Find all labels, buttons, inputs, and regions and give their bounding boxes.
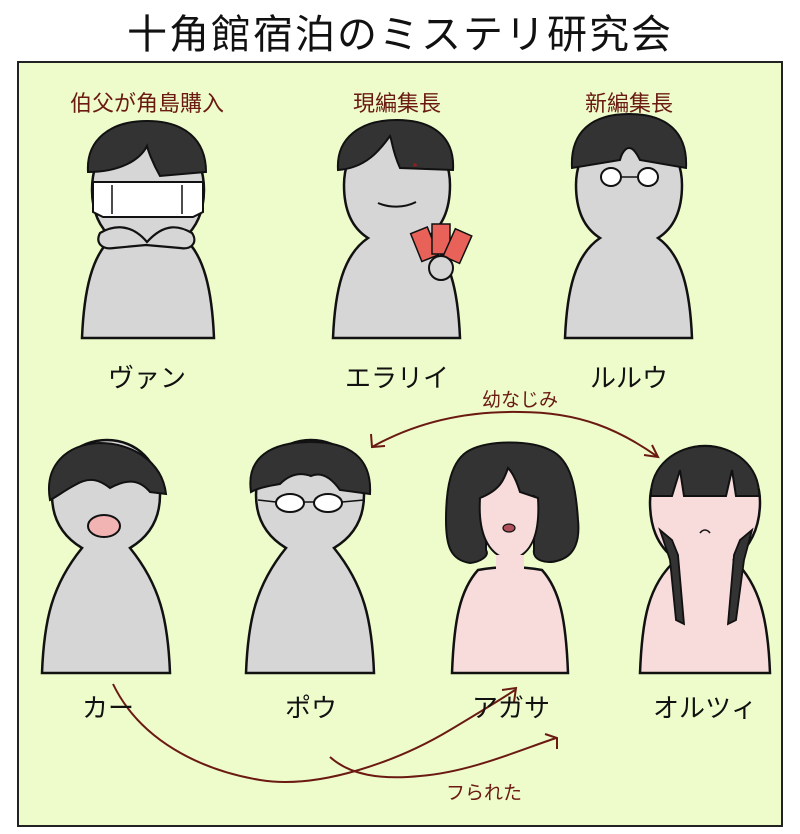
name-label-ruruu: ルルウ — [589, 364, 668, 394]
relation-childhood-friends-arrow — [370, 410, 660, 459]
character-ruruu-figure — [563, 112, 694, 340]
character-van-figure — [80, 119, 216, 340]
relation-label-childhood-friends: 幼なじみ — [481, 389, 558, 411]
name-label-orczy: オルツィ — [652, 694, 757, 724]
role-label-ruruu: 新編集長 — [584, 92, 673, 117]
name-label-agatha: アガサ — [471, 694, 550, 724]
page-title: 十角館宿泊のミステリ研究会 — [127, 12, 673, 58]
role-label-ellery: 現編集長 — [352, 92, 441, 117]
character-car-figure — [40, 438, 172, 675]
playing-cards-icon — [409, 223, 473, 281]
name-label-ellery: エラリイ — [344, 364, 449, 394]
character-ellery-figure — [331, 118, 473, 340]
relation-rejected-arrow — [112, 683, 558, 783]
name-label-van: ヴァン — [107, 364, 186, 394]
relation-label-rejected: フられた — [445, 782, 522, 804]
name-label-car: カー — [81, 694, 134, 724]
name-label-poe: ポウ — [284, 694, 337, 724]
character-agatha-figure — [444, 441, 580, 675]
role-label-van: 伯父が角島購入 — [69, 92, 224, 117]
character-orczy-figure — [638, 444, 772, 675]
character-poe-figure — [244, 438, 376, 675]
